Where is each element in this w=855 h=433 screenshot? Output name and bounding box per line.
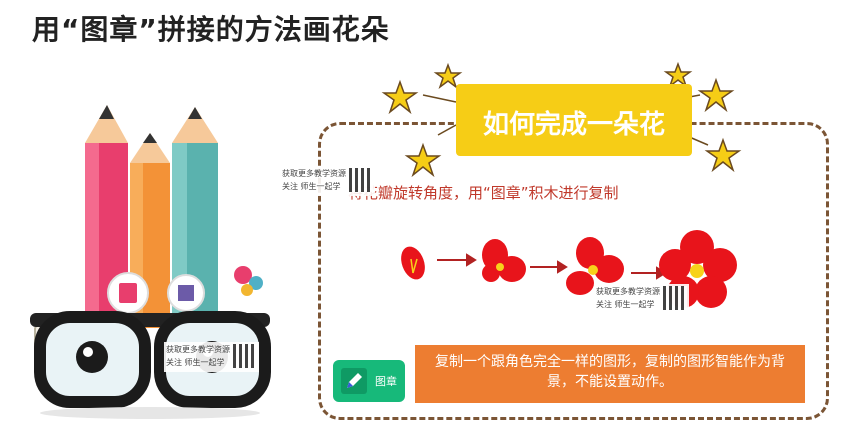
qr-code-icon [349,168,373,192]
star-icon [433,62,463,90]
star-icon [704,137,742,173]
arrow-right-icon [437,253,477,267]
pencils-glasses-illustration [30,105,271,419]
page-title: 用“图章”拼接的方法画花朵 [32,13,390,46]
arrow-right-icon [530,260,568,274]
flower-step-3 [566,237,624,295]
qr-code-icon [663,286,687,310]
flower-step-2 [482,239,526,282]
watermark: 获取更多教学资源 关注 师生一起学 [164,342,259,372]
stamp-block-label: 图章 [375,375,397,388]
watermark: 获取更多教学资源 关注 师生一起学 [594,284,689,314]
flower-step-1 [401,246,425,280]
instruction-text: 将花瓣旋转角度，用“图章”积木进行复制 [348,184,619,202]
flower-steps [401,230,737,308]
watermark: 获取更多教学资源 关注 师生一起学 [280,166,375,196]
qr-code-icon [233,344,257,368]
title-banner: 如何完成一朵花 [456,84,692,156]
star-icon [697,77,735,113]
stamp-block[interactable]: 图章 [333,360,405,402]
star-icon [663,61,693,89]
banner-stars [381,61,742,178]
banner-text: 如何完成一朵花 [482,110,665,140]
pen-icon [341,368,367,394]
note-box: 复制一个跟角色完全一样的图形，复制的图形智能作为背景，不能设置动作。 [415,345,805,403]
star-icon [404,142,442,178]
star-icon [381,79,419,115]
